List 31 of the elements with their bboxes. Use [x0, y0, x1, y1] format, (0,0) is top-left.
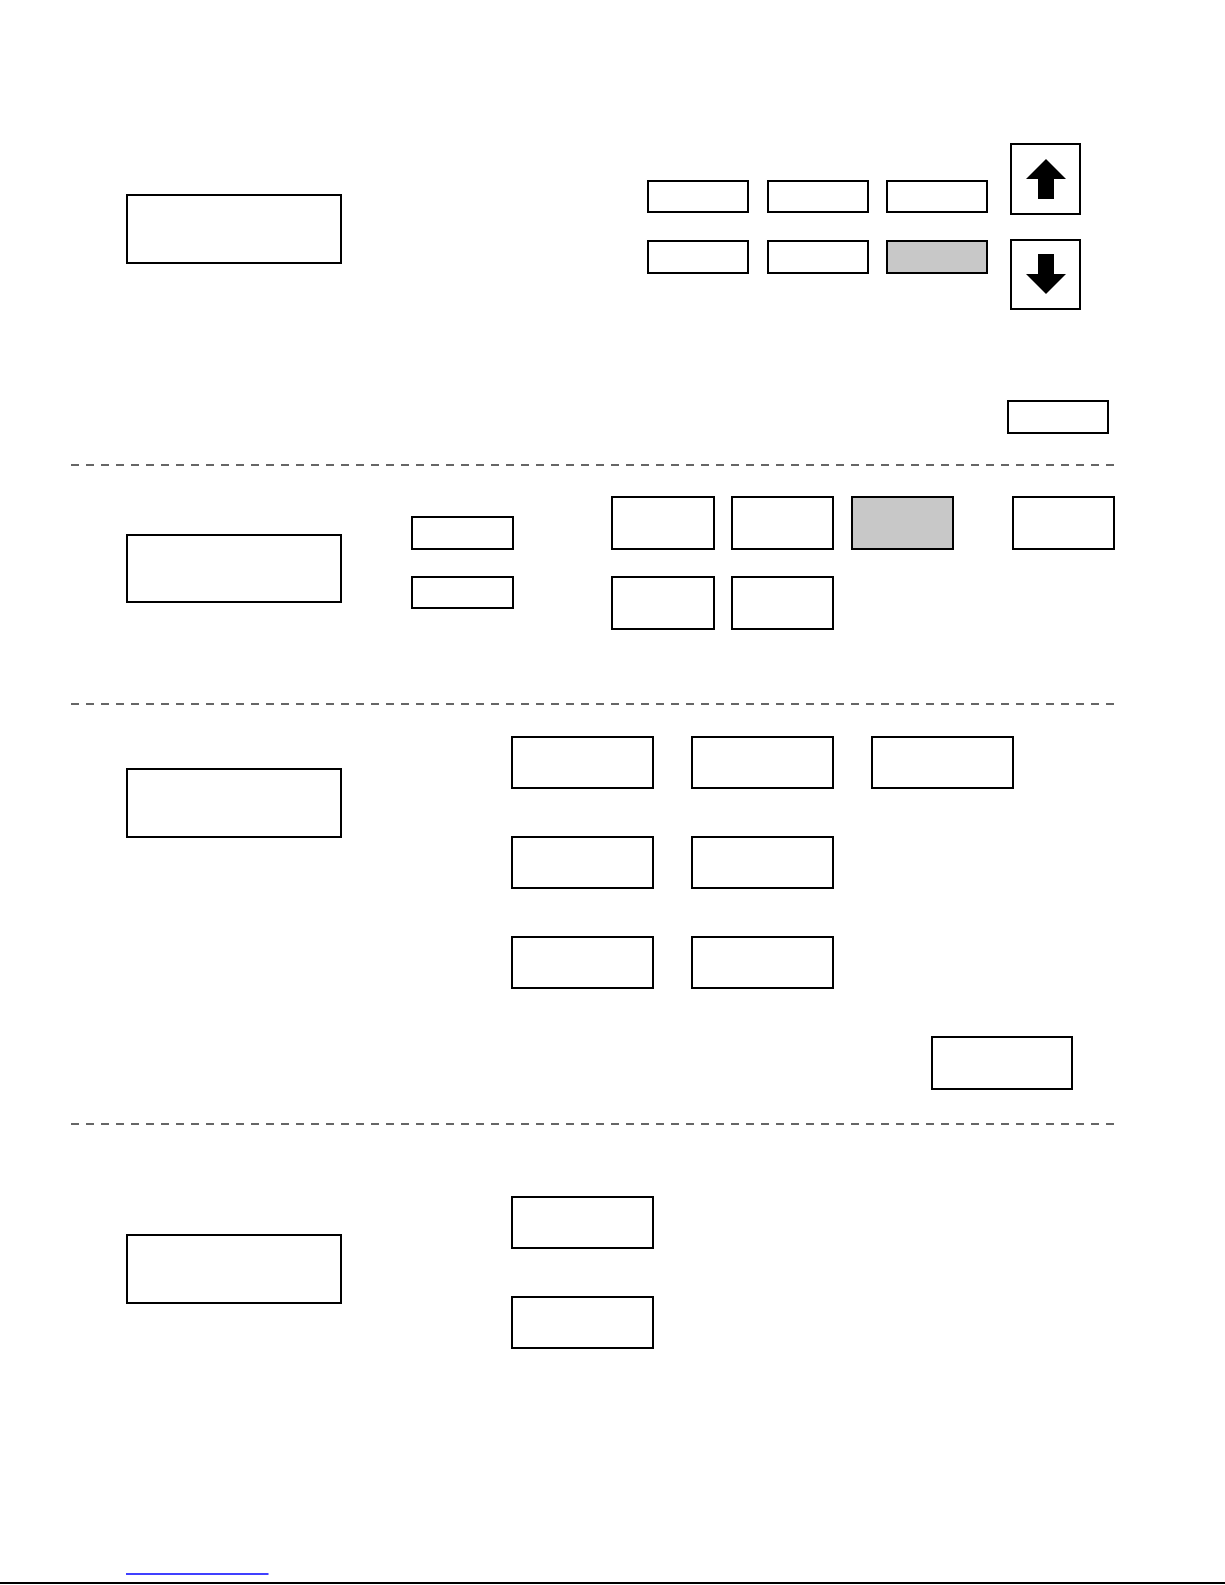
- empty-box: [886, 239, 989, 274]
- empty-box: [611, 496, 715, 550]
- empty-box: [511, 1195, 654, 1250]
- empty-box: [1011, 496, 1115, 550]
- empty-box: [1006, 400, 1109, 434]
- empty-box: [646, 239, 749, 274]
- empty-box: [126, 194, 342, 264]
- empty-box: [871, 735, 1014, 790]
- empty-box: [930, 1036, 1074, 1090]
- empty-box: [126, 533, 342, 604]
- empty-box: [691, 735, 834, 790]
- empty-box: [851, 496, 955, 550]
- empty-box: [646, 179, 749, 214]
- empty-box: [511, 1295, 654, 1350]
- empty-box: [767, 179, 870, 214]
- empty-box: [126, 1234, 342, 1304]
- arrow-button: [1009, 142, 1082, 216]
- empty-box: [730, 576, 834, 630]
- empty-box: [411, 516, 515, 550]
- arrow-button: [1009, 238, 1082, 311]
- empty-box: [691, 935, 834, 990]
- empty-box: [730, 496, 834, 550]
- empty-box: [767, 239, 870, 274]
- empty-box: [691, 835, 834, 890]
- empty-box: [126, 768, 342, 838]
- empty-box: [411, 576, 515, 610]
- empty-box: [611, 576, 715, 630]
- empty-box: [886, 179, 989, 214]
- empty-box: [511, 835, 654, 890]
- empty-box: [511, 735, 654, 790]
- empty-box: [511, 935, 654, 990]
